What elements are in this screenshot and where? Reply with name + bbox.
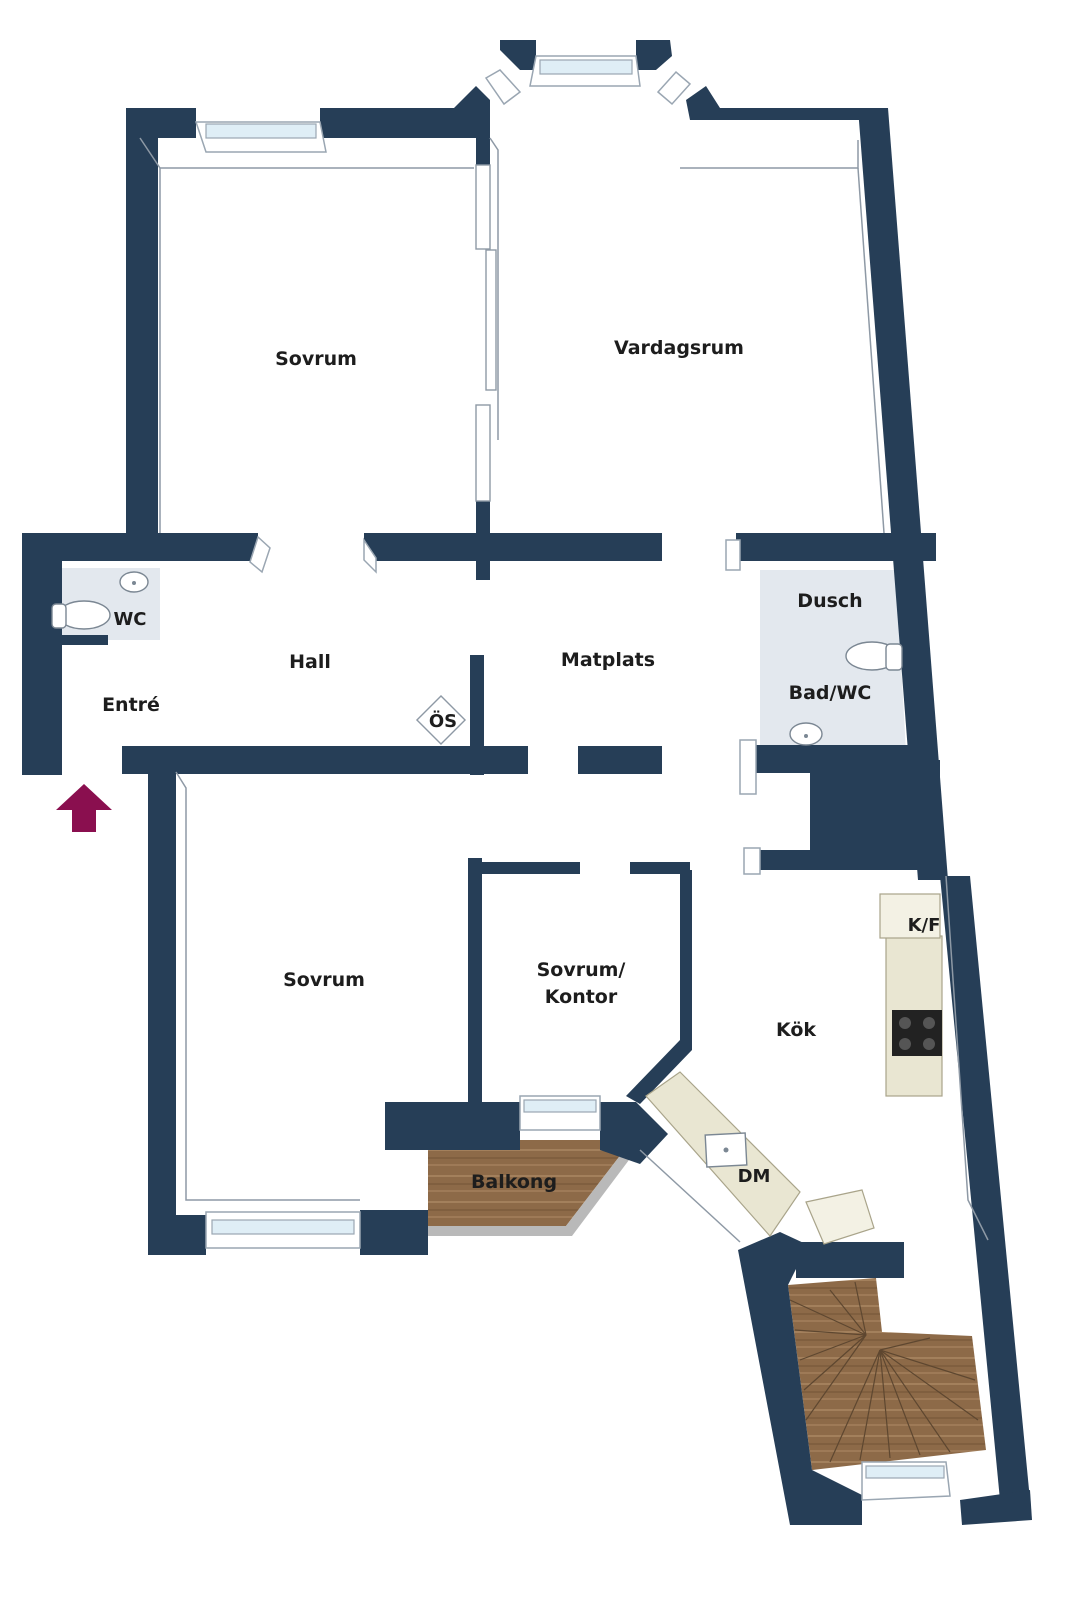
room-label-balkong: Balkong xyxy=(471,1171,557,1193)
sink-icon xyxy=(789,722,823,746)
room-label-sovrum-kontor-line1: Sovrum/ xyxy=(537,959,626,981)
os-marker xyxy=(415,694,467,746)
room-label-os: ÖS xyxy=(429,710,457,732)
room-label-wc: WC xyxy=(113,609,146,630)
appliance-label-kf: K/F xyxy=(908,915,941,936)
room-label-sovrum-kontor-line2: Kontor xyxy=(545,986,618,1008)
staircase-icon xyxy=(788,1278,986,1470)
room-label-vardagsrum: Vardagsrum xyxy=(614,337,744,359)
entrance-arrow-icon xyxy=(56,784,112,832)
room-label-kok: Kök xyxy=(776,1019,816,1041)
room-label-dusch: Dusch xyxy=(797,590,862,612)
room-label-hall: Hall xyxy=(289,651,331,673)
sink-icon xyxy=(119,571,149,593)
room-label-matplats: Matplats xyxy=(561,649,655,671)
room-label-entre: Entré xyxy=(102,694,160,716)
windows xyxy=(139,55,989,1501)
room-label-sovrum-top: Sovrum xyxy=(275,348,357,370)
stove-icon xyxy=(892,1010,942,1056)
appliance-label-dm: DM xyxy=(738,1166,771,1187)
toilet-icon xyxy=(845,641,903,671)
balcony-floor xyxy=(428,1140,638,1236)
room-label-sovrum-bottom: Sovrum xyxy=(283,969,365,991)
walls xyxy=(22,40,1032,1525)
toilet-icon xyxy=(51,600,111,630)
room-label-bad-wc: Bad/WC xyxy=(789,682,872,704)
